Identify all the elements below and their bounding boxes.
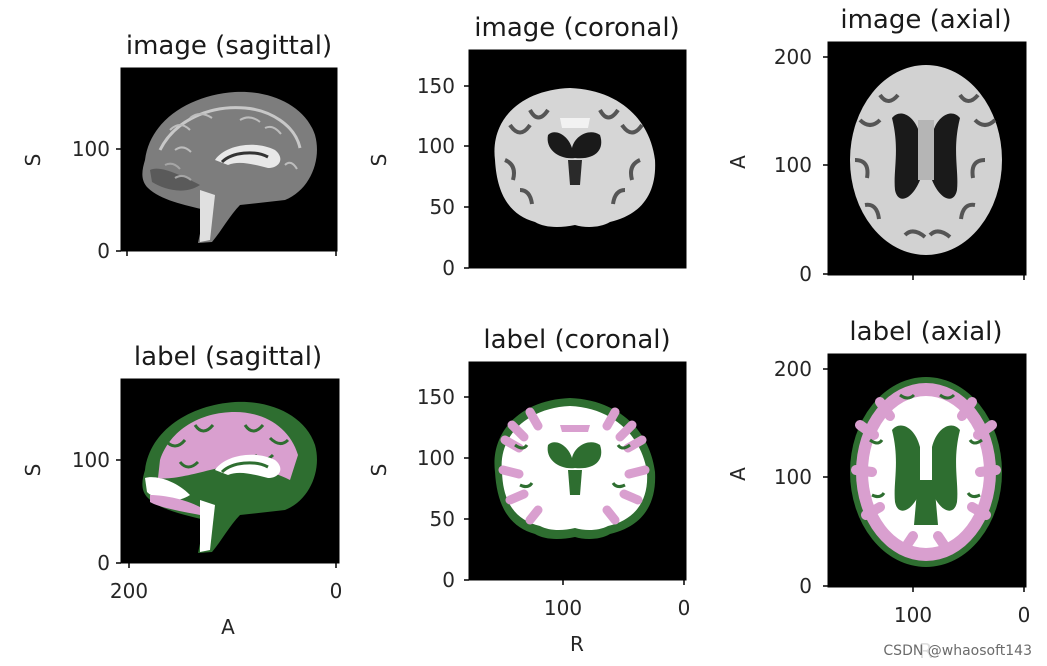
xtick-label: 200	[110, 579, 148, 603]
x-axis-label: R	[570, 632, 584, 656]
panel-title: image (coronal)	[474, 13, 679, 43]
ytick-label: 150	[417, 74, 455, 98]
xtick-label: 0	[330, 579, 343, 603]
panel-image-coronal: image (coronal) 0 50 100 150 S	[367, 13, 687, 280]
axes-frame	[120, 67, 338, 252]
label-coronal-segmentation	[494, 398, 656, 539]
ytick-label: 0	[97, 551, 110, 575]
watermark: CSDN @whaosoft143	[883, 643, 1032, 659]
ytick-label: 100	[72, 448, 110, 472]
xtick-label: 100	[894, 603, 932, 627]
ytick-label: 50	[430, 195, 455, 219]
panel-title: label (axial)	[849, 317, 1002, 347]
panel-label-sagittal: label (sagittal) 0 100 200 0 A S	[21, 342, 342, 639]
axes-frame	[468, 49, 687, 269]
axes-frame	[468, 361, 687, 581]
y-axis-label: S	[21, 154, 45, 167]
ytick-label: 0	[97, 239, 110, 263]
ytick-label: 100	[417, 446, 455, 470]
ytick-label: 100	[417, 134, 455, 158]
panel-label-axial: label (axial) 0 100 200 100 0 R A	[726, 317, 1030, 663]
axes-frame	[827, 41, 1027, 276]
x-axis-label: A	[221, 615, 235, 639]
panel-title: image (sagittal)	[126, 31, 332, 61]
y-axis-label: A	[726, 467, 750, 481]
xtick-label: 100	[544, 596, 582, 620]
ytick-label: 0	[799, 574, 812, 598]
brain-sagittal-image	[142, 91, 317, 243]
xtick-label: 0	[1018, 603, 1031, 627]
watermark-backdrop	[858, 636, 1047, 662]
axes-frame	[120, 378, 340, 564]
xtick-label: 0	[678, 596, 691, 620]
axes-frame	[827, 353, 1027, 588]
label-sagittal-segmentation	[142, 401, 317, 553]
y-axis-label: S	[367, 464, 391, 477]
y-axis-label: A	[726, 155, 750, 169]
label-axial-segmentation	[850, 377, 1002, 567]
y-axis-label: S	[367, 154, 391, 167]
brain-coronal-image	[494, 88, 656, 227]
ytick-label: 100	[774, 153, 812, 177]
panel-image-sagittal: image (sagittal) 0 100 S	[21, 31, 338, 263]
panel-title: label (sagittal)	[134, 342, 322, 372]
y-axis-label: S	[21, 464, 45, 477]
ytick-label: 100	[72, 137, 110, 161]
ytick-label: 150	[417, 385, 455, 409]
panel-label-coronal: label (coronal) 0 50 100 150 100 0 R S	[367, 325, 690, 656]
ytick-label: 0	[442, 568, 455, 592]
panel-title: label (coronal)	[483, 325, 670, 355]
ytick-label: 0	[442, 256, 455, 280]
panel-title: image (axial)	[840, 5, 1011, 35]
brain-axial-image	[850, 65, 1002, 255]
ytick-label: 50	[430, 507, 455, 531]
ytick-label: 0	[799, 262, 812, 286]
panel-image-axial: image (axial) 0 100 200 A	[726, 5, 1027, 286]
ytick-label: 200	[774, 357, 812, 381]
ytick-label: 100	[774, 465, 812, 489]
ytick-label: 200	[774, 45, 812, 69]
